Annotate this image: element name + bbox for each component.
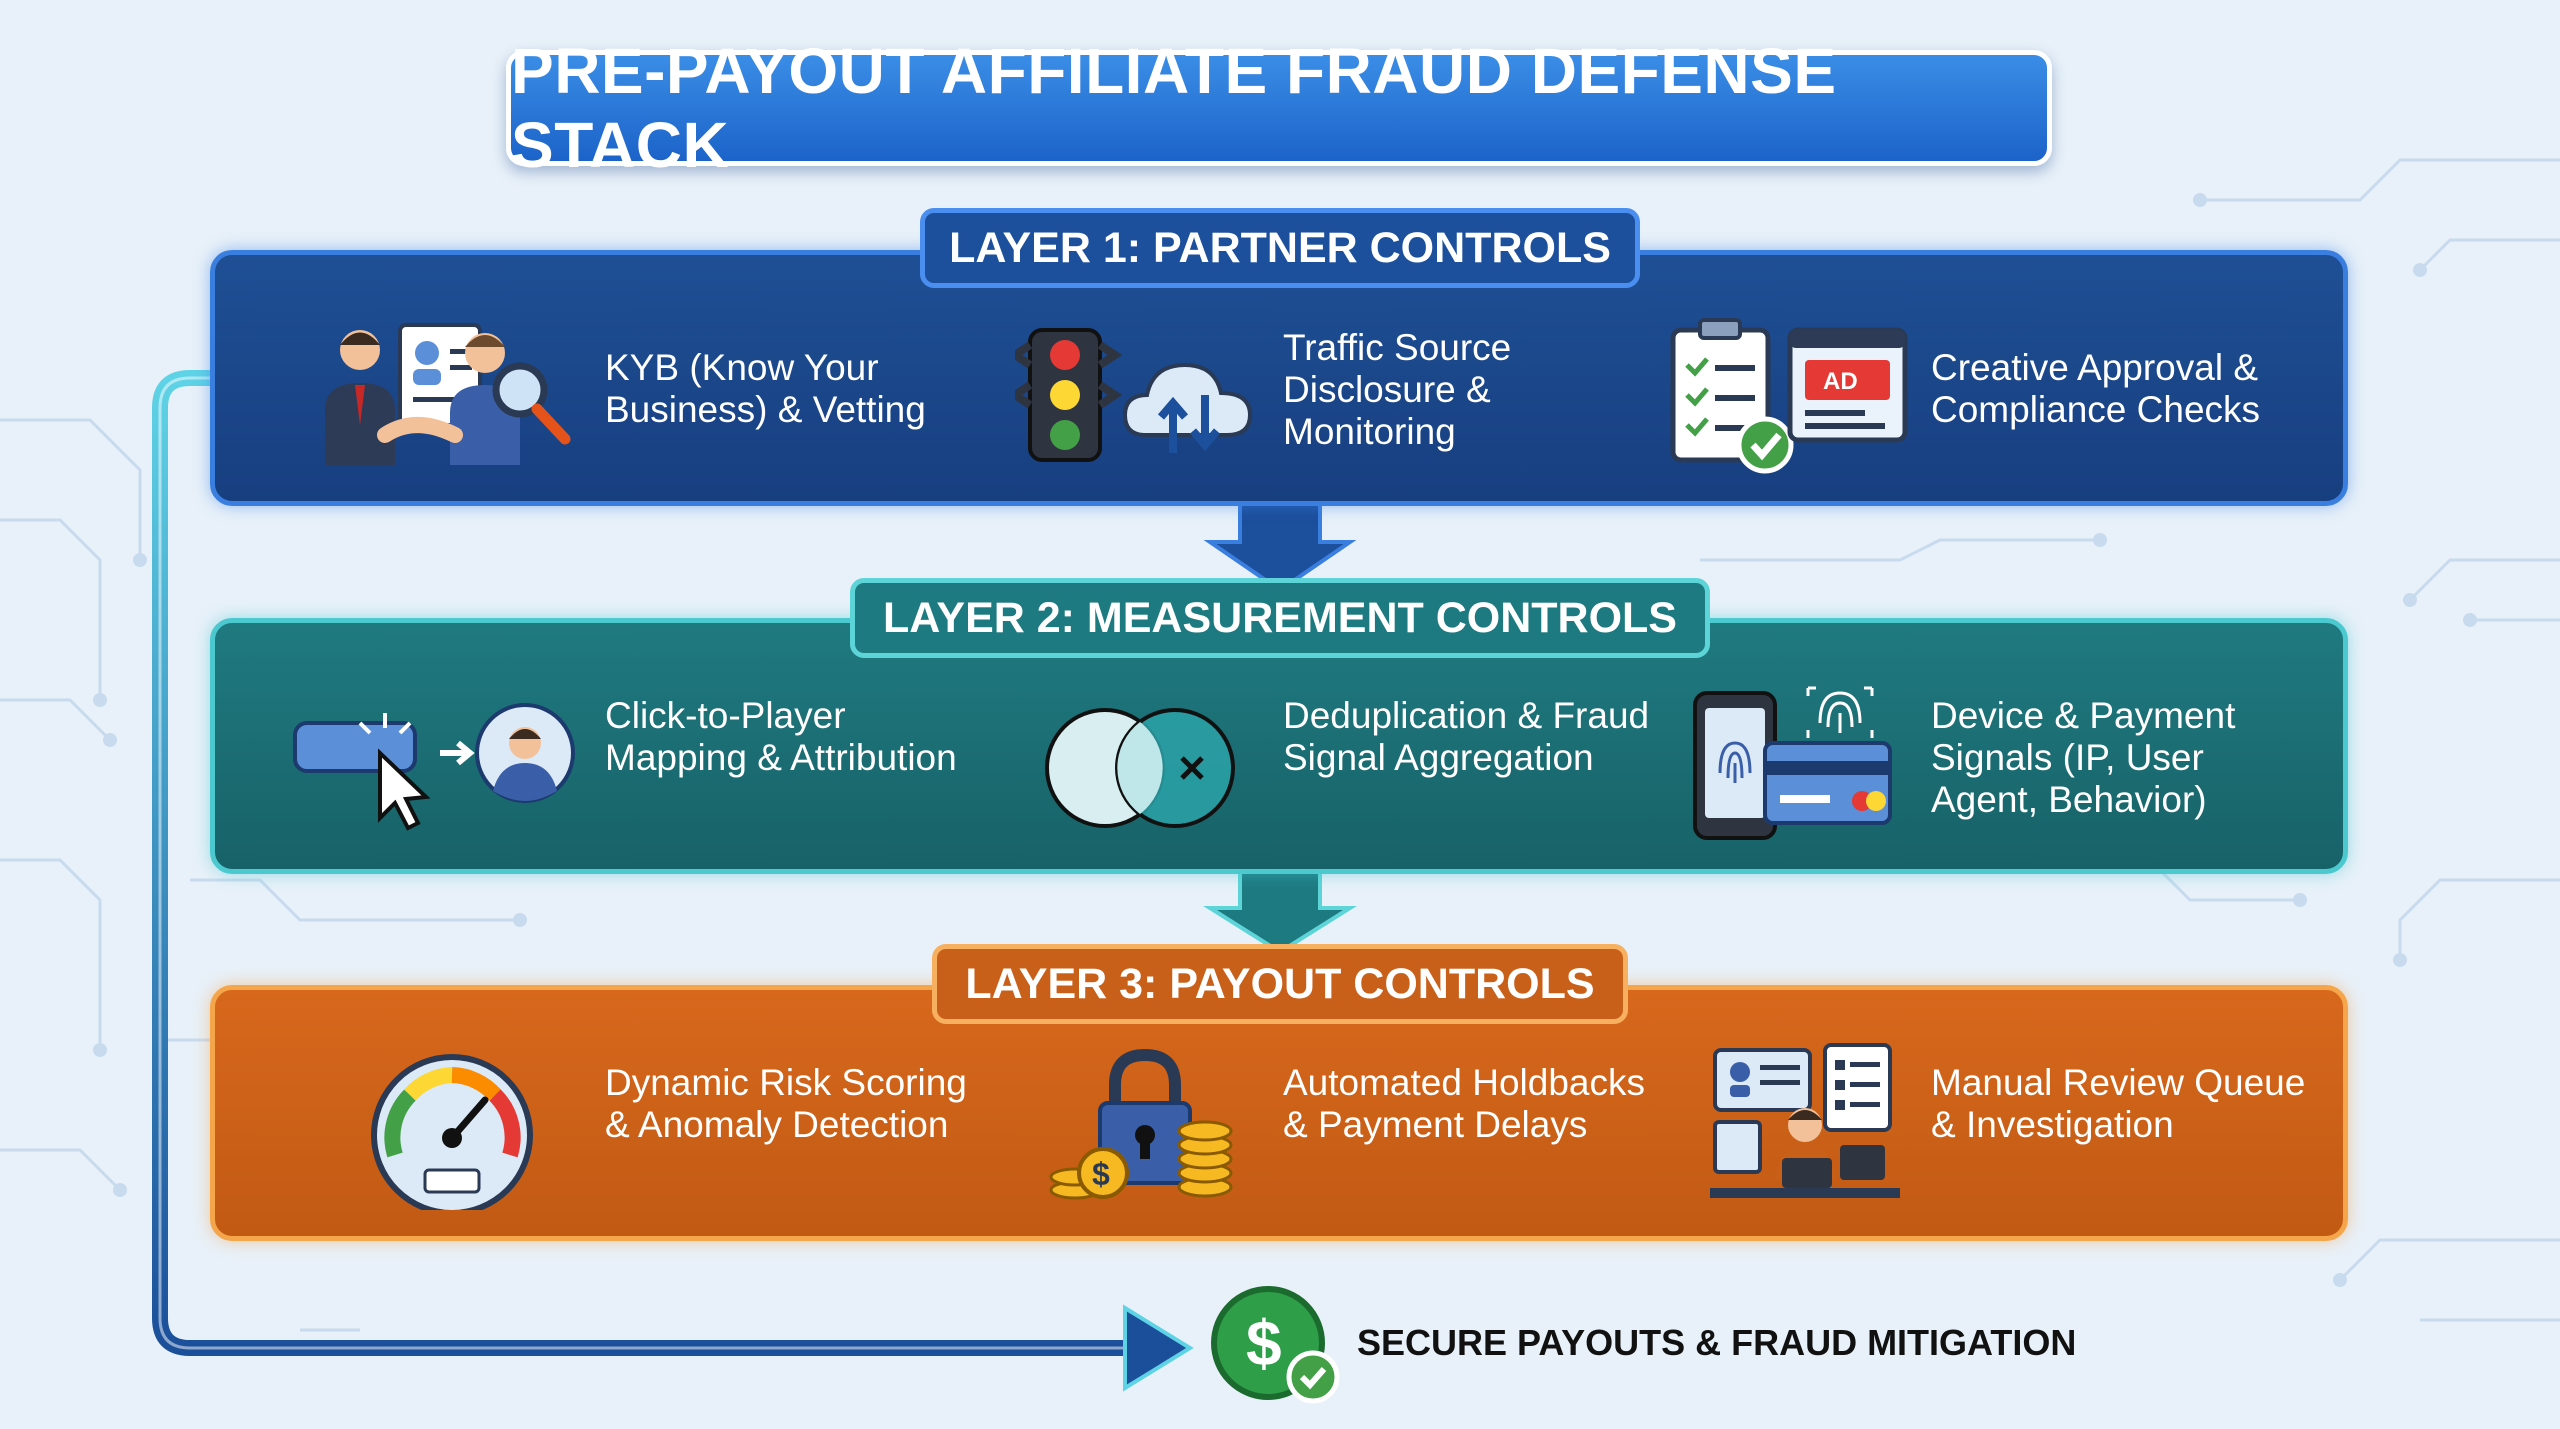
svg-text:$: $ [1246, 1307, 1282, 1379]
page-title: PRE-PAYOUT AFFILIATE FRAUD DEFENSE STACK [506, 35, 2052, 181]
manual-review-icon [1710, 1043, 1900, 1198]
lock-coins-icon: $ [1049, 1048, 1233, 1200]
layer-3-item-2: Automated Holdbacks & Payment Delays [1283, 1062, 1645, 1145]
final-outcome-label: SECURE PAYOUTS & FRAUD MITIGATION [1357, 1322, 2077, 1363]
dollar-check-icon: $ [1211, 1286, 1340, 1404]
layer-1-panel: KYB (Know Your Business) & Vetting Traff… [210, 250, 2348, 506]
layer-2-panel: Click-to-Player Mapping & Attribution De… [210, 618, 2348, 874]
svg-text:$: $ [1092, 1156, 1110, 1192]
layer-1-item-1: KYB (Know Your Business) & Vetting [605, 347, 926, 430]
layer-2-label: LAYER 2: MEASUREMENT CONTROLS [850, 578, 1710, 658]
layer-1-item-2: Traffic Source Disclosure & Monitoring [1283, 327, 1512, 452]
click-player-icon [293, 703, 575, 831]
handshake-vetting-icon [325, 323, 571, 465]
layer-3-item-1: Dynamic Risk Scoring & Anomaly Detection [605, 1062, 967, 1145]
layer-3-item-3: Manual Review Queue & Investigation [1931, 1062, 2306, 1145]
title-text: PRE-PAYOUT AFFILIATE FRAUD DEFENSE STACK [511, 35, 1837, 181]
risk-gauge-icon [371, 1054, 533, 1210]
traffic-light-cloud-icon [1015, 328, 1253, 462]
clipboard-ad-icon: AD [1670, 318, 1908, 474]
device-fingerprint-icon [1693, 686, 1892, 840]
layer-2-item-3: Device & Payment Signals (IP, User Agent… [1931, 695, 2236, 820]
svg-text:AD: AD [1823, 368, 1858, 395]
layer-1-label: LAYER 1: PARTNER CONTROLS [920, 208, 1640, 288]
layer-3-panel: Dynamic Risk Scoring & Anomaly Detection… [210, 985, 2348, 1241]
layer-2-item-1: Click-to-Player Mapping & Attribution [605, 695, 957, 778]
layer-2-item-2: Deduplication & Fraud Signal Aggregation [1283, 695, 1650, 778]
layer-3-label: LAYER 3: PAYOUT CONTROLS [932, 944, 1628, 1024]
layer-1-item-3: Creative Approval & Compliance Checks [1931, 347, 2261, 430]
venn-dedup-icon [1045, 708, 1235, 828]
